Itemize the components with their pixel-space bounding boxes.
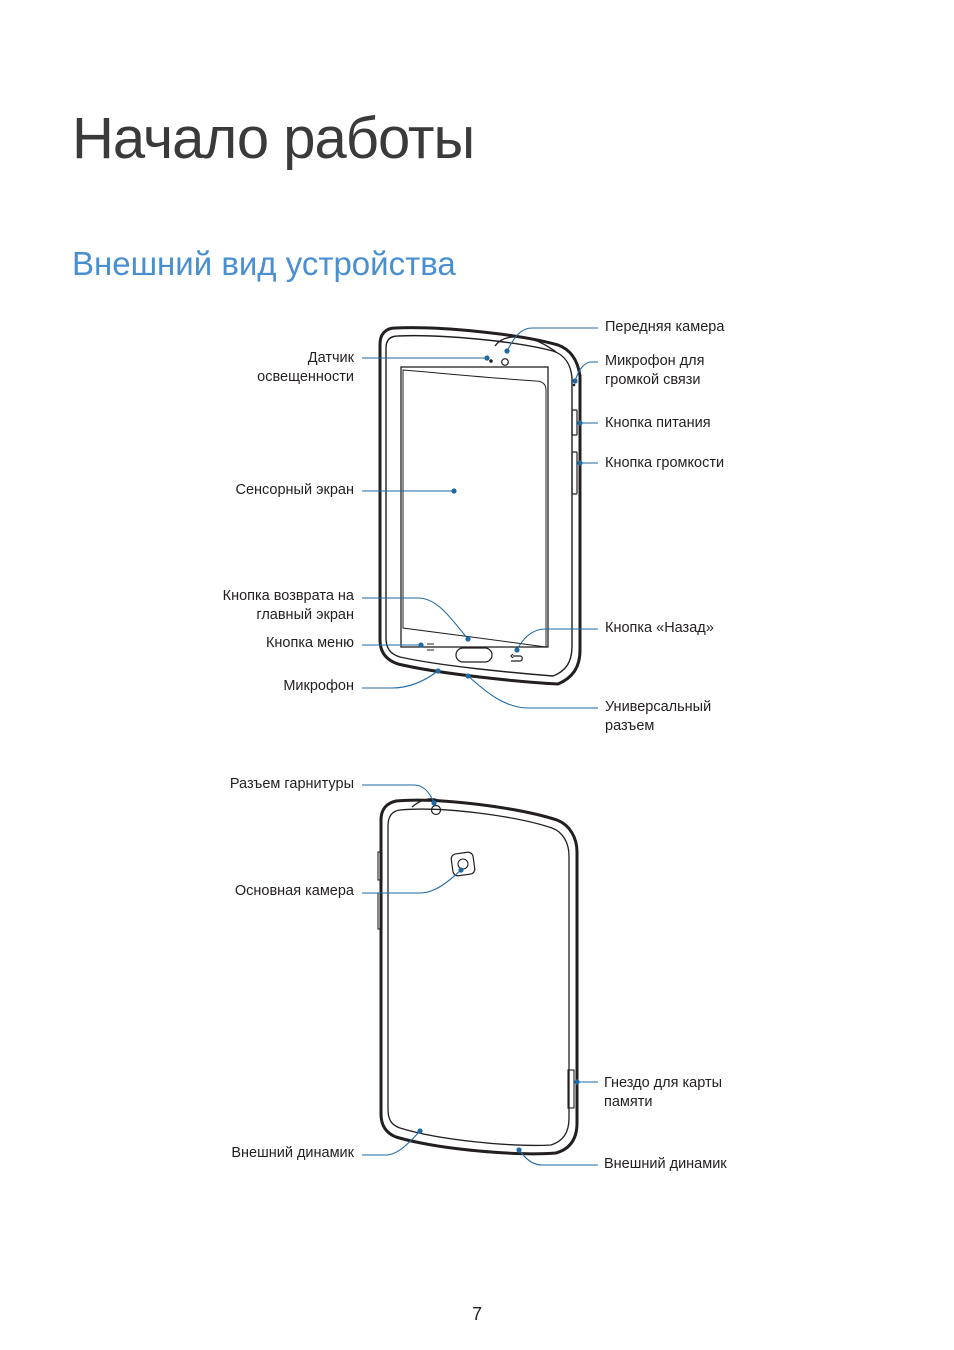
leader-back (514, 628, 598, 653)
leader-speaker-left (362, 1128, 423, 1156)
front-top-bump (494, 336, 557, 353)
label-speaker-right: Внешний динамик (604, 1156, 727, 1172)
light-sensor-hole (489, 359, 493, 363)
label-menu-button: Кнопка меню (265, 635, 354, 651)
label-front-camera: Передняя камера (605, 319, 725, 335)
section-title: Внешний вид устройства (72, 245, 456, 282)
rear-camera-lens (457, 858, 469, 870)
page-number: 7 (471, 1304, 482, 1324)
label-touch-screen: Сенсорный экран (235, 482, 354, 498)
power-key (571, 409, 578, 436)
front-device (378, 326, 582, 686)
label-microphone: Микрофон (283, 678, 354, 694)
label-home-button: Кнопка возврата на главный экран (222, 588, 354, 623)
label-back-button: Кнопка «Назад» (605, 620, 714, 636)
back-key-icon (510, 653, 523, 662)
back-side-key-upper (377, 851, 383, 881)
rear-camera-housing (450, 851, 476, 877)
front-screen (400, 366, 549, 648)
label-rear-camera: Основная камера (234, 883, 354, 899)
leader-home (362, 597, 471, 642)
leader-headset-jack (362, 784, 437, 806)
leader-multipurpose-jack (465, 673, 598, 709)
chapter-title: Начало работы (72, 106, 475, 171)
back-leader-lines (362, 784, 598, 1166)
leader-rear-camera (362, 867, 464, 894)
label-memory-card-slot: Гнездо для карты памяти (604, 1075, 723, 1110)
back-inner-shell (387, 808, 570, 1147)
menu-key-icon (427, 643, 434, 651)
label-speaker-left: Внешний динамик (231, 1145, 354, 1161)
back-outer-shell (379, 798, 579, 1156)
label-headset-jack: Разъем гарнитуры (229, 776, 354, 792)
label-multipurpose-jack: Универсальный разъем (605, 699, 712, 734)
front-screen-glass (402, 369, 547, 648)
label-volume-button: Кнопка громкости (605, 455, 725, 471)
memory-card-slot (567, 1069, 575, 1109)
front-leader-lines (362, 327, 598, 709)
front-inner-bezel (385, 334, 573, 677)
home-key (455, 647, 493, 663)
leader-front-camera (504, 327, 598, 354)
front-outer-shell (378, 326, 582, 686)
leader-speakerphone-mic (572, 361, 598, 384)
label-speakerphone-mic: Микрофон для громкой связи (605, 353, 705, 388)
speakerphone-mic-hole (572, 383, 576, 387)
label-light-sensor: Датчик освещенности (257, 350, 354, 385)
front-camera-lens (501, 358, 509, 366)
leader-speaker-right (516, 1147, 598, 1166)
back-device (377, 798, 579, 1156)
label-power-button: Кнопка питания (605, 415, 711, 431)
back-top-bump (411, 798, 439, 808)
volume-key (571, 451, 578, 495)
leader-microphone (362, 668, 441, 689)
